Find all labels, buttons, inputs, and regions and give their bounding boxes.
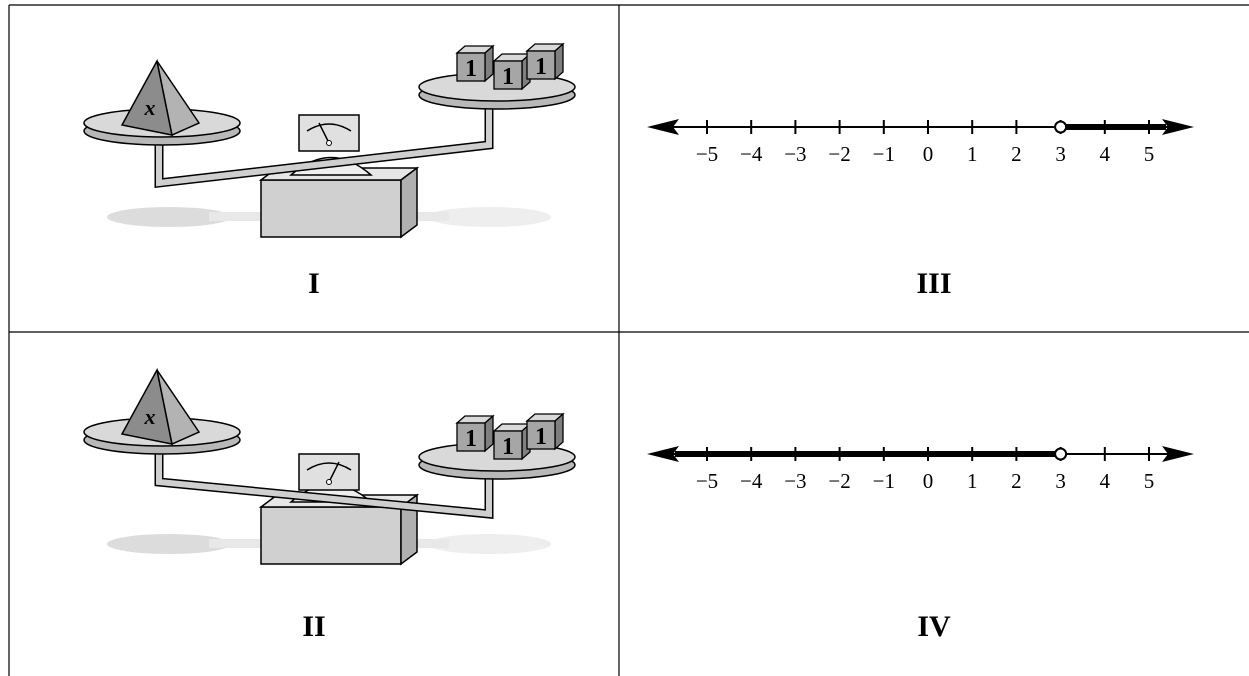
scale-base-side <box>400 493 418 566</box>
panel-label: I <box>308 267 320 300</box>
tick-label: −5 <box>696 469 718 493</box>
right-arrowhead <box>1162 119 1194 135</box>
left-arrowhead <box>647 446 679 462</box>
tick-label: 0 <box>923 142 934 166</box>
left-arrowhead <box>647 119 679 135</box>
number-line: −5 −4 −3 −2 −1 0 1 2 3 4 5 <box>647 446 1194 493</box>
scale-base-side <box>400 166 418 239</box>
tick-label: 5 <box>1144 142 1155 166</box>
cube-label: 1 <box>465 56 477 82</box>
right-arrowhead <box>1162 446 1194 462</box>
scale-base <box>260 179 402 238</box>
cube-label: 1 <box>535 424 547 450</box>
tick-label: −4 <box>740 142 763 166</box>
cube-front <box>456 422 486 452</box>
gauge-dial <box>306 462 352 471</box>
cube-front <box>493 430 523 460</box>
cube-side <box>484 414 494 453</box>
right-shadow <box>427 534 551 554</box>
tick-label: 5 <box>1144 469 1155 493</box>
tick-label: 3 <box>1055 469 1066 493</box>
tick-label: −5 <box>696 142 718 166</box>
number-line: −5 −4 −3 −2 −1 0 1 2 3 4 5 <box>647 119 1194 166</box>
open-circle <box>1054 120 1068 134</box>
tick-label: 1 <box>967 469 978 493</box>
panel-label: II <box>302 610 326 643</box>
tick-label: −1 <box>873 469 895 493</box>
cube-side <box>484 44 494 83</box>
left-shadow <box>107 207 231 227</box>
tick-label: 2 <box>1011 142 1022 166</box>
panel-label: IV <box>917 610 951 643</box>
left-shadow <box>107 534 231 554</box>
tick-label: 1 <box>967 142 978 166</box>
tick-label: −2 <box>828 142 850 166</box>
tick-label: −3 <box>784 469 806 493</box>
tick-label: 0 <box>923 469 934 493</box>
gauge-needle <box>328 461 340 483</box>
pyramid-label: x <box>144 95 156 120</box>
tick-label: −4 <box>740 469 763 493</box>
panel-iii: −5 −4 −3 −2 −1 0 1 2 3 4 5 III <box>619 5 1249 332</box>
cube-label: 1 <box>465 426 477 452</box>
right-shadow <box>427 207 551 227</box>
tick-label: 4 <box>1100 469 1111 493</box>
pyramid-side-face <box>156 60 201 137</box>
pyramid-label: x <box>144 404 156 429</box>
scale-beam-fill <box>156 107 492 187</box>
panel-iv: −5 −4 −3 −2 −1 0 1 2 3 4 5 IV <box>619 332 1249 676</box>
gauge-pivot <box>326 140 332 146</box>
cube-label: 1 <box>535 54 547 80</box>
tick-label: 4 <box>1100 142 1111 166</box>
cube-label: 1 <box>502 64 514 90</box>
open-circle <box>1054 447 1068 461</box>
cube-side <box>554 42 564 81</box>
cube-front <box>493 60 523 90</box>
cube-front <box>526 50 556 80</box>
tick-label: −2 <box>828 469 850 493</box>
gauge-dial <box>306 123 352 132</box>
pyramid-side-face <box>156 369 201 446</box>
cube-label: 1 <box>502 434 514 460</box>
tick-label: −1 <box>873 142 895 166</box>
cube-front <box>456 52 486 82</box>
scale-base <box>260 506 402 565</box>
scale-beam-fill <box>156 452 492 518</box>
tick-label: −3 <box>784 142 806 166</box>
gauge-needle <box>318 122 330 144</box>
gauge-pivot <box>326 479 332 485</box>
cube-front <box>526 420 556 450</box>
tick-label: 2 <box>1011 469 1022 493</box>
tick-label: 3 <box>1055 142 1066 166</box>
cube-side <box>554 412 564 451</box>
panel-label: III <box>916 267 952 300</box>
